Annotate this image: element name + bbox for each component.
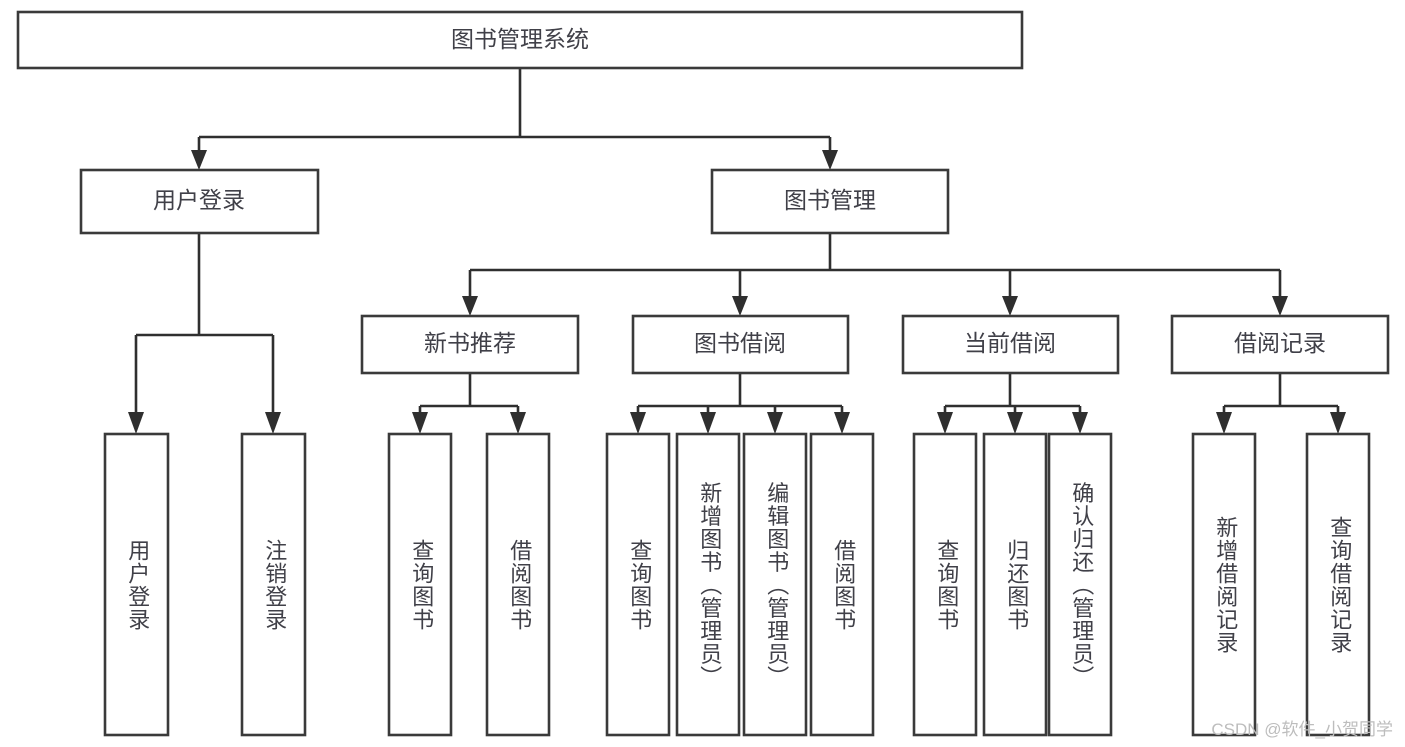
arrow-user-login-leaf-2 xyxy=(265,412,281,434)
node-book-borrow[interactable]: 图书借阅 xyxy=(631,314,850,375)
connector-layer xyxy=(128,68,1346,434)
node-leaf-br-add-record-box xyxy=(1191,432,1257,737)
node-leaf-user-login-logout[interactable]: 注销登录 xyxy=(240,432,307,737)
node-root-system[interactable]: 图书管理系统 xyxy=(16,10,1024,70)
node-leaf-nbr-borrow-book[interactable]: 借阅图书 xyxy=(485,432,551,737)
node-book-borrow-label: 图书借阅 xyxy=(694,330,786,356)
node-leaf-nbr-query-book-label: 查询图书 xyxy=(409,539,434,631)
arrow-nbr-leaf-1 xyxy=(412,412,428,434)
node-leaf-bb-query-book[interactable]: 查询图书 xyxy=(605,432,671,737)
arrow-to-new-book-recommend xyxy=(462,296,478,316)
node-current-borrow-box xyxy=(901,314,1120,375)
node-leaf-cb-return-book-label: 归还图书 xyxy=(1004,539,1029,631)
node-current-borrow[interactable]: 当前借阅 xyxy=(901,314,1120,375)
node-leaf-cb-confirm-return-label: 确认归还（管理员） xyxy=(1069,482,1094,689)
node-current-borrow-label: 当前借阅 xyxy=(964,330,1056,356)
arrow-root-to-user-login xyxy=(191,150,207,170)
node-leaf-user-login-login-label: 用户登录 xyxy=(125,539,150,631)
arrow-nbr-leaf-2 xyxy=(510,412,526,434)
node-user-login-label: 用户登录 xyxy=(153,187,245,213)
arrow-cb-leaf-1 xyxy=(937,412,953,434)
node-leaf-nbr-query-book[interactable]: 查询图书 xyxy=(387,432,453,737)
node-leaf-user-login-logout-box xyxy=(240,432,307,737)
arrow-bb-leaf-3 xyxy=(767,412,783,434)
node-leaf-user-login-logout-label: 注销登录 xyxy=(262,539,287,631)
node-leaf-cb-query-book-label: 查询图书 xyxy=(934,539,959,631)
arrow-bb-leaf-4 xyxy=(834,412,850,434)
arrow-user-login-leaf-1 xyxy=(128,412,144,434)
node-leaf-br-query-record[interactable]: 查询借阅记录 xyxy=(1305,432,1371,737)
arrow-br-leaf-2 xyxy=(1330,412,1346,434)
node-leaf-bb-borrow-book[interactable]: 借阅图书 xyxy=(809,432,875,737)
arrow-cb-leaf-3 xyxy=(1072,412,1088,434)
node-root-system-label: 图书管理系统 xyxy=(451,26,589,52)
arrow-to-current-borrow xyxy=(1002,296,1018,316)
node-leaf-bb-add-book-box xyxy=(675,432,741,737)
arrow-bb-leaf-1 xyxy=(630,412,646,434)
arrow-bb-leaf-2 xyxy=(700,412,716,434)
node-leaf-bb-borrow-book-box xyxy=(809,432,875,737)
arrow-root-to-book-manage xyxy=(822,150,838,170)
node-book-manage-label: 图书管理 xyxy=(784,187,876,213)
node-borrow-record-label: 借阅记录 xyxy=(1234,330,1326,356)
node-leaf-cb-query-book[interactable]: 查询图书 xyxy=(912,432,978,737)
node-leaf-user-login-login-box xyxy=(103,432,170,737)
node-leaf-cb-query-book-box xyxy=(912,432,978,737)
node-leaf-cb-confirm-return-box xyxy=(1047,432,1113,737)
node-book-manage[interactable]: 图书管理 xyxy=(710,168,950,235)
node-book-borrow-box xyxy=(631,314,850,375)
node-leaf-bb-query-book-label: 查询图书 xyxy=(627,539,652,631)
node-leaf-br-query-record-label: 查询借阅记录 xyxy=(1327,516,1352,654)
arrow-to-borrow-record xyxy=(1272,296,1288,316)
node-leaf-bb-borrow-book-label: 借阅图书 xyxy=(831,539,856,631)
node-leaf-bb-add-book-label: 新增图书（管理员） xyxy=(697,482,722,689)
node-leaf-nbr-borrow-book-box xyxy=(485,432,551,737)
node-root-system-box xyxy=(16,10,1024,70)
arrow-br-leaf-1 xyxy=(1216,412,1232,434)
node-leaf-bb-edit-book[interactable]: 编辑图书（管理员） xyxy=(742,432,808,737)
node-leaf-bb-query-book-box xyxy=(605,432,671,737)
node-leaf-user-login-login[interactable]: 用户登录 xyxy=(103,432,170,737)
node-leaf-br-add-record[interactable]: 新增借阅记录 xyxy=(1191,432,1257,737)
node-leaf-cb-confirm-return[interactable]: 确认归还（管理员） xyxy=(1047,432,1113,737)
node-leaf-bb-edit-book-label: 编辑图书（管理员） xyxy=(764,482,789,689)
node-new-book-recommend-box xyxy=(360,314,580,375)
node-book-manage-box xyxy=(710,168,950,235)
node-leaf-nbr-borrow-book-label: 借阅图书 xyxy=(507,539,532,631)
node-leaf-cb-return-book-box xyxy=(982,432,1048,737)
node-borrow-record[interactable]: 借阅记录 xyxy=(1170,314,1390,375)
node-leaf-bb-edit-book-box xyxy=(742,432,808,737)
arrow-cb-leaf-2 xyxy=(1007,412,1023,434)
node-leaf-nbr-query-book-box xyxy=(387,432,453,737)
csdn-watermark: CSDN @软件_小贺同学 xyxy=(1211,720,1393,739)
node-leaf-br-query-record-box xyxy=(1305,432,1371,737)
arrow-to-book-borrow xyxy=(732,296,748,316)
node-leaf-bb-add-book[interactable]: 新增图书（管理员） xyxy=(675,432,741,737)
node-user-login[interactable]: 用户登录 xyxy=(79,168,320,235)
node-leaf-br-add-record-label: 新增借阅记录 xyxy=(1213,516,1238,654)
node-new-book-recommend[interactable]: 新书推荐 xyxy=(360,314,580,375)
node-new-book-recommend-label: 新书推荐 xyxy=(424,330,516,356)
node-leaf-cb-return-book[interactable]: 归还图书 xyxy=(982,432,1048,737)
node-borrow-record-box xyxy=(1170,314,1390,375)
node-user-login-box xyxy=(79,168,320,235)
